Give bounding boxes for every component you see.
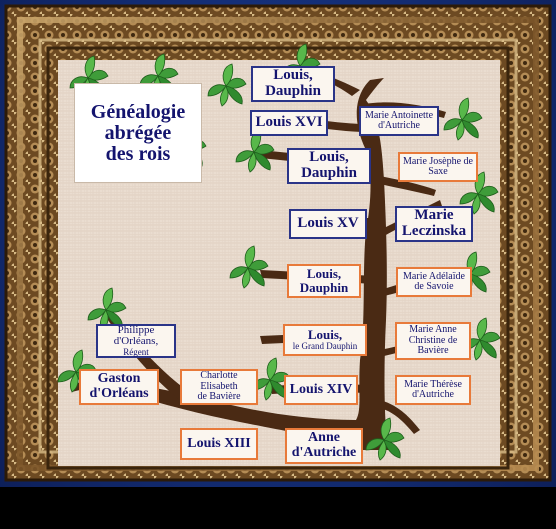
- person-anne-autriche[interactable]: Anne d'Autriche: [285, 428, 363, 464]
- person-name-line: Louis XVI: [255, 114, 323, 131]
- person-name-line: Louis,: [309, 149, 349, 166]
- person-name-line: Saxe: [428, 166, 448, 177]
- person-name-line: Marie Adélaïde: [403, 270, 465, 282]
- person-name-line: Marie Antoinette: [364, 109, 434, 121]
- person-philippe-orleans[interactable]: Philippe d'Orléans, Régent: [96, 324, 176, 358]
- person-louis-xiv[interactable]: Louis XIV: [284, 375, 358, 405]
- person-name-line: d'Orléans: [89, 386, 149, 401]
- person-name-line: Marie Thérèse: [404, 378, 462, 390]
- person-name-line: d'Autriche: [412, 389, 454, 400]
- person-name-line: Philippe: [117, 323, 155, 336]
- person-louis-xvi[interactable]: Louis XVI: [250, 110, 328, 136]
- person-name-line: Leczinska: [401, 223, 467, 239]
- person-name-line: Gaston: [97, 371, 141, 387]
- person-name-line: Charlotte: [200, 370, 238, 382]
- person-name-line: Louis XIII: [187, 435, 251, 451]
- title-line: Généalogie: [90, 100, 186, 123]
- person-name-line: de Savoie: [414, 281, 454, 292]
- person-name-line: Bavière: [417, 345, 449, 357]
- bottom-bar: [0, 487, 556, 529]
- person-louis-xv[interactable]: Louis XV: [289, 209, 367, 239]
- person-name-line: Anne: [308, 430, 340, 446]
- person-marie-adelaide[interactable]: Marie Adélaïde de Savoie: [396, 267, 472, 297]
- person-name-line: de Bavière: [197, 391, 241, 403]
- person-name-line: Louis,: [273, 67, 313, 84]
- page-title: Généalogie abrégée des rois: [75, 84, 201, 182]
- person-name-line: Régent: [123, 346, 149, 357]
- person-louis-dauphin-3[interactable]: Louis, Dauphin: [287, 264, 361, 298]
- person-name-line: Louis,: [306, 266, 342, 282]
- person-louis-xiii[interactable]: Louis XIII: [180, 428, 258, 460]
- person-gaston-orleans[interactable]: Gaston d'Orléans: [79, 369, 159, 405]
- person-name-line: Louis XV: [297, 215, 359, 232]
- person-name-line: le Grand Dauphin: [292, 341, 358, 352]
- person-louis-dauphin-2[interactable]: Louis, Dauphin: [287, 148, 371, 184]
- person-name-line: d'Orléans,: [113, 335, 159, 348]
- person-marie-anne-christine[interactable]: Marie Anne Christine de Bavière: [395, 322, 471, 360]
- person-marie-therese[interactable]: Marie Thérèse d'Autriche: [395, 375, 471, 405]
- title-line: abrégée: [104, 121, 172, 144]
- person-louis-dauphin-1[interactable]: Louis, Dauphin: [251, 66, 335, 102]
- person-name-line: Christine de: [408, 334, 458, 346]
- person-name-line: Dauphin: [299, 280, 349, 295]
- person-name-line: Louis XIV: [289, 381, 353, 397]
- person-name-line: Marie: [414, 207, 454, 224]
- person-name-line: Marie Anne: [409, 324, 457, 336]
- person-marie-josephe[interactable]: Marie Josèphe de Saxe: [398, 152, 478, 182]
- person-marie-leczinska[interactable]: Marie Leczinska: [395, 206, 473, 242]
- person-louis-grand-dauphin[interactable]: Louis, le Grand Dauphin: [283, 324, 367, 356]
- person-name-line: Elisabeth: [200, 380, 238, 392]
- person-name-line: Marie Josèphe de: [403, 155, 473, 167]
- person-name-line: Dauphin: [301, 165, 357, 181]
- person-name-line: Dauphin: [265, 83, 321, 99]
- title-line: des rois: [105, 142, 171, 165]
- person-marie-antoinette[interactable]: Marie Antoinette d'Autriche: [359, 106, 439, 136]
- person-name-line: d'Autriche: [291, 445, 357, 460]
- person-charlotte-elisabeth[interactable]: Charlotte Elisabeth de Bavière: [180, 369, 258, 405]
- person-name-line: Louis,: [307, 327, 343, 343]
- person-name-line: d'Autriche: [378, 120, 420, 131]
